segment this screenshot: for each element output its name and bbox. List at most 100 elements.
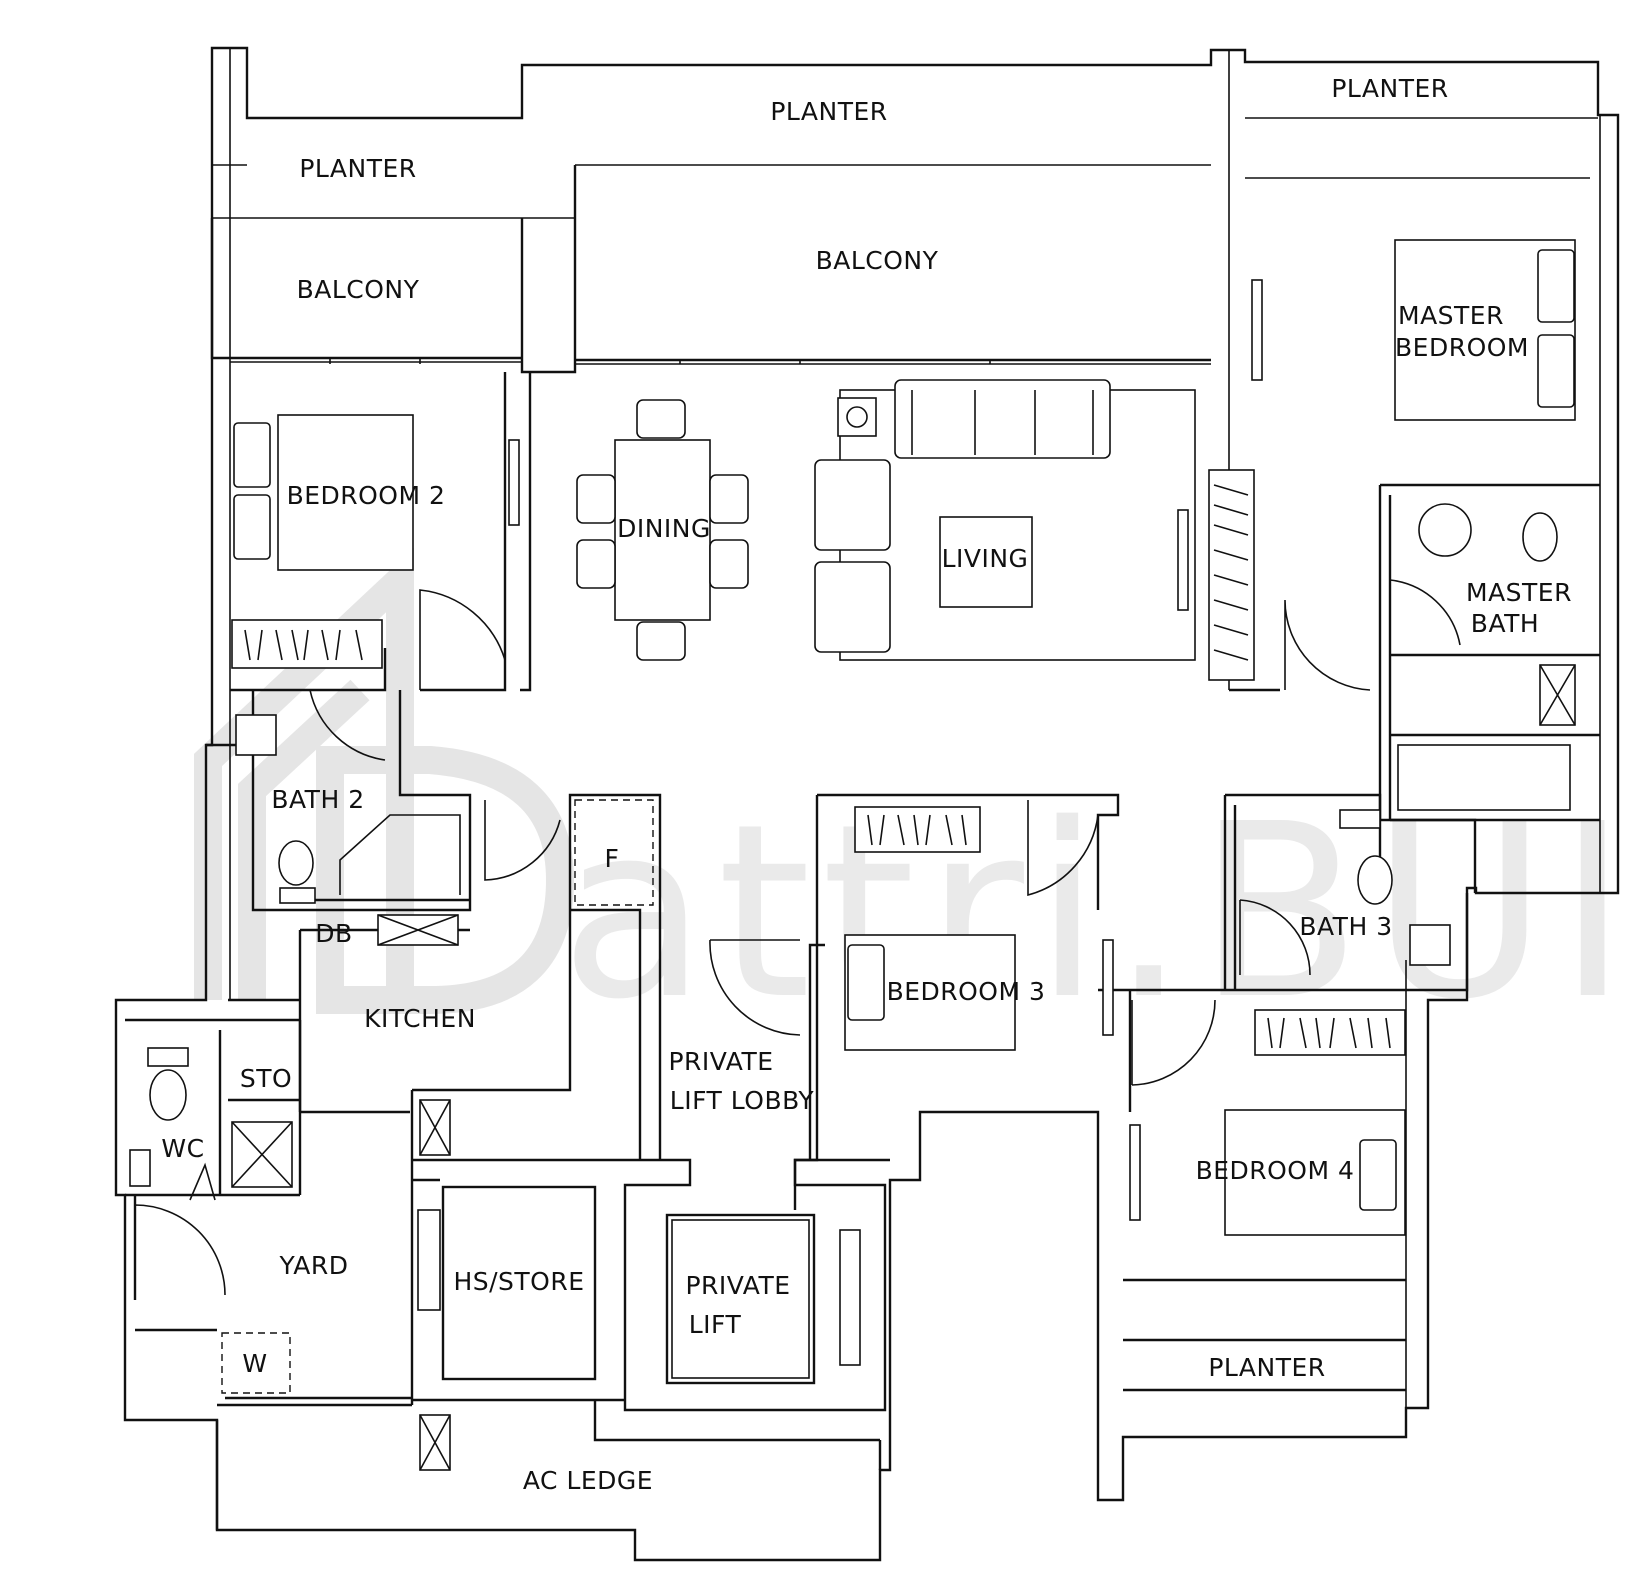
wardrobe-bedroom-3-hangers: [867, 814, 967, 846]
label-private-lift-1: PRIVATE: [685, 1271, 790, 1300]
outer-wall: [114, 46, 1620, 1562]
bath-2-basin: [235, 714, 277, 756]
label-washer: W: [242, 1349, 267, 1378]
door-bath-2: [309, 689, 386, 761]
wardrobe-bedroom-2-hangers: [244, 629, 363, 661]
bedroom-4-walls: [1123, 990, 1406, 1392]
window-master: [1251, 279, 1263, 381]
wardrobe-master-hangers: [1213, 484, 1249, 661]
dining-chair-bottom: [636, 621, 686, 661]
door-lift-lobby: [709, 939, 801, 1036]
dining-table: [614, 439, 711, 621]
yard-shower-cross: [231, 1121, 293, 1188]
label-db: DB: [315, 919, 352, 948]
pillow-bedroom-2-a: [233, 422, 271, 488]
label-sto: STO: [240, 1064, 292, 1093]
label-living: LIVING: [942, 544, 1029, 573]
pillow-bedroom-4: [1359, 1139, 1397, 1211]
label-fridge: F: [605, 844, 620, 873]
label-balcony-left: BALCONY: [297, 275, 420, 304]
watermark-text: attri.BUILD: [560, 772, 1641, 1052]
dining-chair-left-2: [576, 539, 616, 589]
bath-3-tank: [1339, 809, 1381, 829]
door-bedroom-2: [419, 589, 506, 690]
balcony-glazing: [230, 358, 1211, 365]
shower-bath-2: [339, 814, 461, 895]
label-bath-2: BATH 2: [271, 785, 364, 814]
window-bedroom-4: [1129, 1124, 1141, 1221]
sofa-cushion-lines: [911, 390, 1094, 455]
balcony-dividers: [210, 165, 1211, 374]
kitchen-walls: [300, 793, 662, 1405]
washer-outline: [221, 1332, 291, 1394]
doors: [134, 579, 1461, 1296]
hs-store-door: [417, 1209, 441, 1311]
room-labels: PLANTER PLANTER PLANTER BALCONY BALCONY …: [161, 74, 1571, 1495]
label-master-bath-2: BATH: [1471, 609, 1539, 638]
watermark: attri.BUILD: [194, 547, 1641, 1052]
kitchen-hob-cross: [377, 914, 459, 946]
toilet-master: [1522, 512, 1558, 562]
ac-unit-1-cross: [419, 1099, 451, 1156]
toilet-bath-3: [1357, 855, 1393, 905]
label-wc: WC: [161, 1134, 204, 1163]
bed-bedroom-2: [277, 414, 414, 571]
wardrobe-bedroom-4-hangers: [1267, 1017, 1391, 1049]
pillow-master-b: [1537, 334, 1575, 408]
label-hs-store: HS/STORE: [453, 1267, 584, 1296]
planter-band: [212, 117, 1598, 219]
label-private-lift-2: LIFT: [689, 1310, 742, 1339]
window-living: [1177, 509, 1189, 611]
label-balcony-center: BALCONY: [816, 246, 939, 275]
label-ac-ledge: AC LEDGE: [523, 1466, 653, 1495]
dining-chair-right-2: [709, 539, 749, 589]
label-master-bedroom-1: MASTER: [1398, 301, 1504, 330]
ac-ledge-walls: [215, 1420, 882, 1530]
private-lift-car: [665, 1213, 816, 1385]
master-bath-basin: [1418, 503, 1472, 557]
private-lift-walls: [412, 1158, 890, 1442]
label-bedroom-2: BEDROOM 2: [287, 481, 446, 510]
walls: [114, 46, 1620, 1562]
door-master-bath: [1389, 579, 1461, 646]
door-kitchen: [484, 800, 561, 881]
pillow-master-a: [1537, 249, 1575, 323]
wardrobe-bedroom-3: [854, 806, 981, 853]
toilet-wc: [149, 1069, 187, 1121]
dining-chair-left-1: [576, 474, 616, 524]
label-bedroom-4: BEDROOM 4: [1196, 1156, 1355, 1185]
furniture: [129, 239, 1576, 1471]
side-table: [837, 397, 877, 437]
lamp-icon: [846, 406, 868, 428]
door-wc: [189, 1162, 216, 1201]
ac-unit-2-cross: [419, 1414, 451, 1471]
wardrobes: [231, 469, 1406, 1056]
coffee-table: [939, 516, 1033, 608]
lift-counterweight: [839, 1229, 861, 1366]
label-dining: DINING: [617, 514, 711, 543]
pillow-bedroom-3: [847, 944, 885, 1021]
door-master-bedroom: [1284, 599, 1371, 691]
private-lift-car-inner: [671, 1219, 810, 1379]
bath-3-basin: [1409, 924, 1451, 966]
label-planter-top-left: PLANTER: [299, 154, 416, 183]
door-yard: [134, 1204, 226, 1296]
bathtub-master: [1397, 744, 1571, 811]
armchair-2: [814, 561, 891, 653]
door-bath-3: [1239, 899, 1311, 976]
door-bedroom-3: [1027, 800, 1099, 897]
dining-chair-top: [636, 399, 686, 439]
window-bedroom-2: [508, 439, 520, 526]
label-private-lift-lobby-1: PRIVATE: [668, 1047, 773, 1076]
label-bedroom-3: BEDROOM 3: [887, 977, 1046, 1006]
toilet-bath-2-tank: [279, 887, 316, 904]
label-master-bedroom-2: BEDROOM: [1395, 333, 1529, 362]
dining-chair-right-1: [709, 474, 749, 524]
wardrobe-bedroom-2: [231, 619, 383, 669]
label-planter-bottom: PLANTER: [1208, 1353, 1325, 1382]
toilet-bath-2: [278, 840, 314, 886]
door-bedroom-4: [1131, 999, 1216, 1086]
outer-wall-inner-line: [229, 48, 1601, 1408]
label-kitchen: KITCHEN: [364, 1004, 476, 1033]
